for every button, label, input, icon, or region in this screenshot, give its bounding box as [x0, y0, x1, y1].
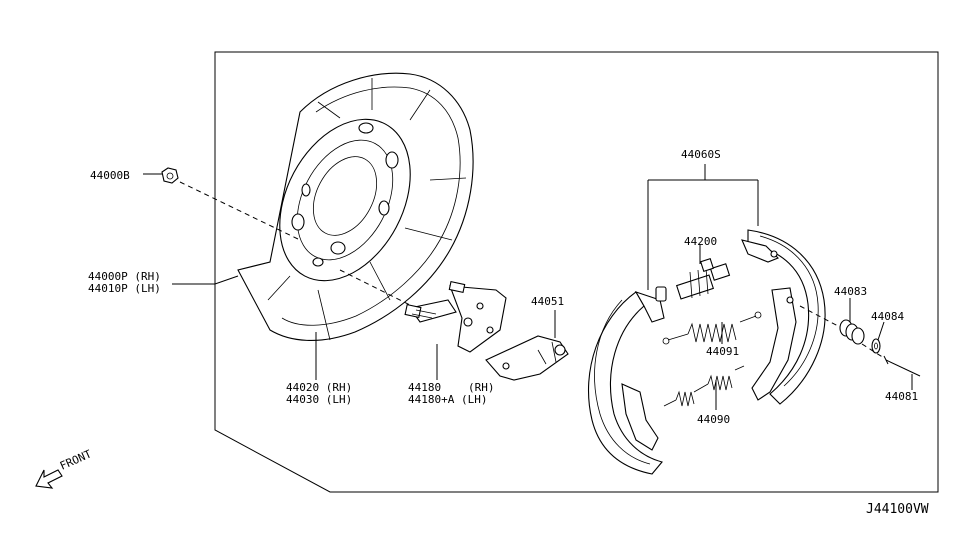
- label-pin: 44081: [885, 390, 918, 403]
- lever-assembly: [404, 280, 507, 353]
- diagram-frame: [214, 51, 939, 493]
- label-lever-lh: 44180+A (LH): [408, 393, 487, 406]
- spring-44090: [663, 365, 745, 407]
- label-shoe-set: 44060S: [681, 148, 721, 161]
- label-retainer: 44084: [871, 310, 904, 323]
- brake-shoe-right: [741, 229, 826, 405]
- nut-leader-dashed: [179, 181, 301, 241]
- nut-44000b: [161, 167, 179, 184]
- label-lever-rh-side: (RH): [468, 381, 495, 394]
- label-plate-lh: 44010P (LH): [88, 282, 161, 295]
- label-clip: 44051: [531, 295, 564, 308]
- brake-shoe-left: [588, 286, 667, 475]
- label-lever-rh: 44180: [408, 381, 441, 394]
- label-spring-lower: 44090: [697, 413, 730, 426]
- label-adjuster: 44200: [684, 235, 717, 248]
- label-guard-rh: 44020 (RH): [286, 381, 352, 394]
- adjuster-44200: [675, 258, 731, 300]
- pin-44081: [861, 343, 921, 377]
- front-arrow: [35, 469, 63, 489]
- label-pin-spring: 44083: [834, 285, 867, 298]
- label-spring-upper: 44091: [706, 345, 739, 358]
- drawing-code: J44100VW: [866, 502, 929, 517]
- retainer-44084: [871, 338, 881, 354]
- pin-spring-44083: [839, 319, 865, 345]
- label-plate-rh: 44000P (RH): [88, 270, 161, 283]
- spring-44091: [662, 311, 762, 345]
- label-guard-lh: 44030 (LH): [286, 393, 352, 406]
- backing-plate: [237, 72, 474, 341]
- clip-44051: [485, 335, 569, 381]
- label-nut: 44000B: [90, 169, 130, 182]
- label-front: FRONT: [58, 447, 94, 472]
